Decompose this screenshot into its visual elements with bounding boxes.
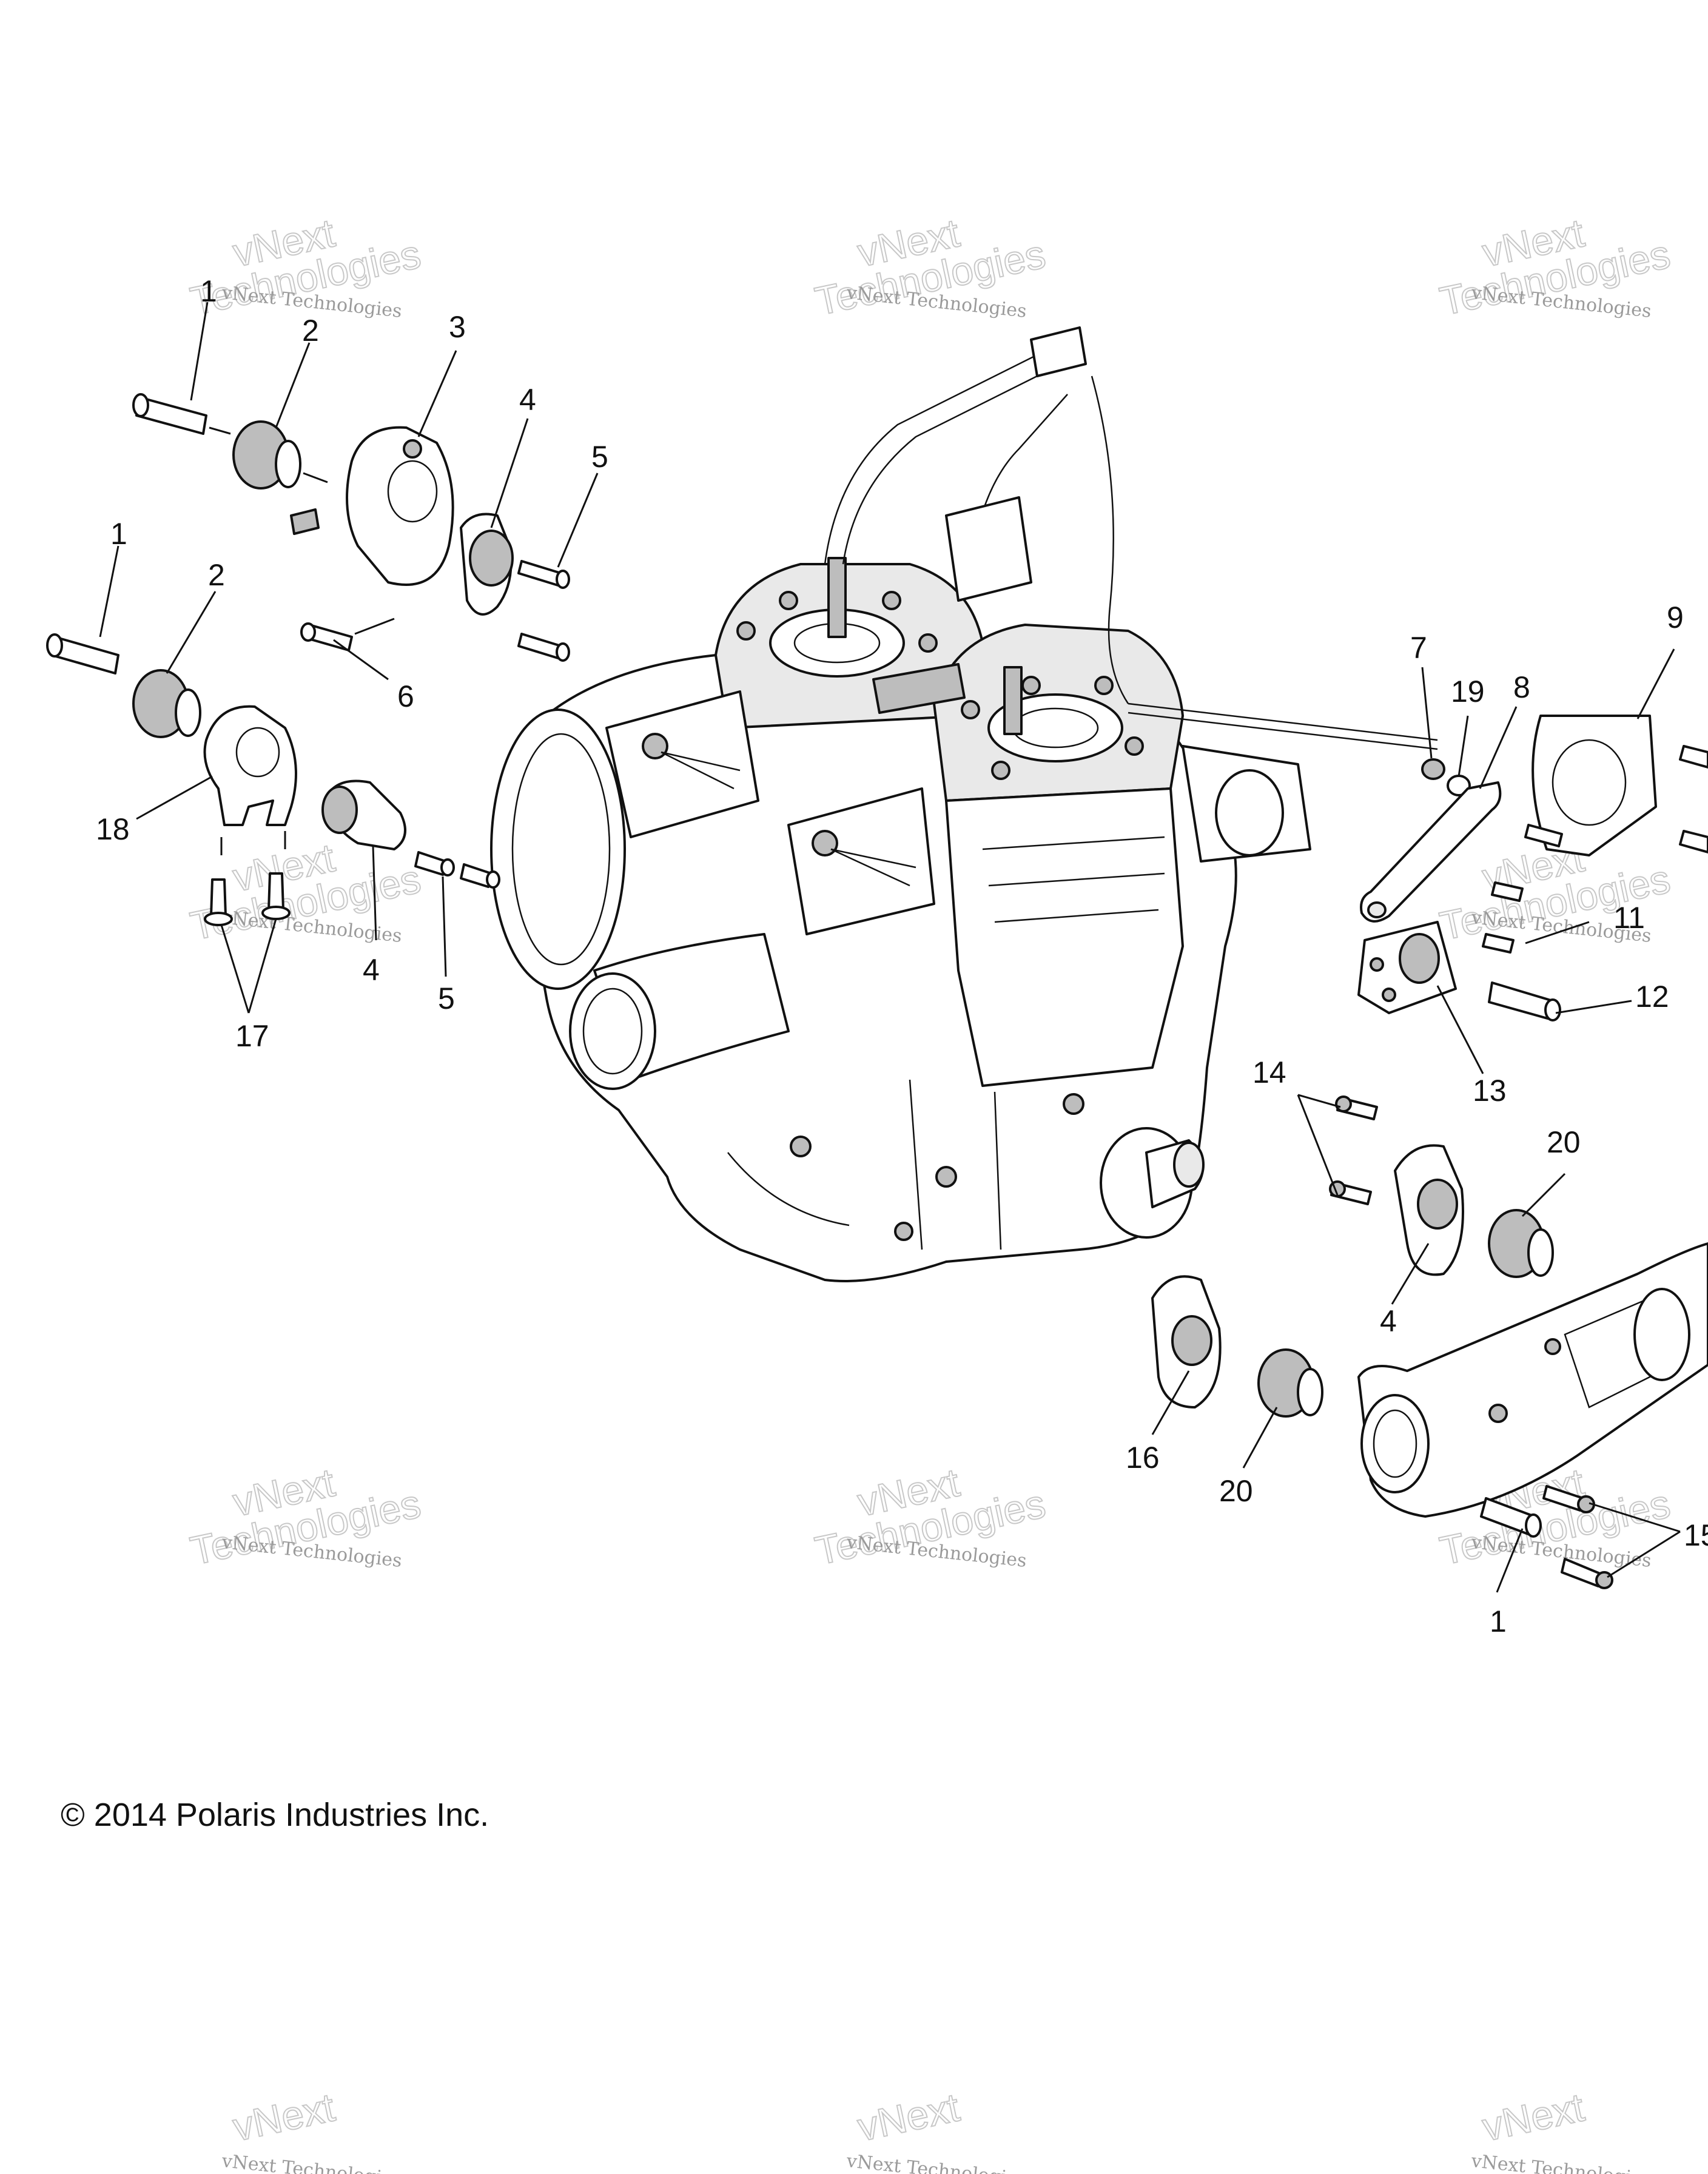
part-right-edge-bolts [1679, 745, 1708, 853]
callout-6: 6 [397, 679, 414, 713]
callout-9: 9 [1667, 601, 1684, 634]
part-5-bolts-upper [517, 560, 570, 662]
watermark-top-center: vNext Technologies vNext Technologies [811, 209, 1050, 324]
part-2-bushing-lower-left [132, 669, 201, 738]
part-4-mount-right [1394, 1144, 1464, 1276]
part-8-link-rod [1360, 781, 1502, 923]
part-16-mount-lower [1151, 1275, 1222, 1408]
part-7-nut [1421, 758, 1445, 780]
part-15-screws [1542, 1485, 1613, 1589]
part-6-bolt [300, 618, 395, 651]
part-1-bolt-right [1480, 1497, 1542, 1538]
callout-4: 4 [519, 383, 536, 417]
svg-text:vNext Technologies: vNext Technologies [845, 2150, 1027, 2174]
watermark-top-right: vNext Technologies vNext Technologies [1436, 209, 1675, 324]
callout-3: 3 [449, 310, 466, 344]
watermark-bottom-left: vNext vNext Technologies [220, 2084, 403, 2174]
callout-16: 16 [1126, 1441, 1160, 1475]
part-4-mount-upper [460, 513, 514, 616]
callout-labels: 1 2 3 4 5 1 2 6 18 17 4 5 7 19 8 9 11 12… [96, 274, 1708, 1638]
callout-8: 8 [1513, 670, 1530, 704]
svg-text:vNext: vNext [229, 2084, 338, 2149]
watermark-top-left: vNext Technologies vNext Technologies [186, 209, 425, 324]
part-3-bracket-upper [290, 426, 454, 586]
part-5-bolts-lower-left [414, 851, 500, 889]
copyright-text: © 2014 Polaris Industries Inc. [61, 1797, 489, 1833]
callout-5: 5 [591, 440, 608, 474]
part-20-bushing-lower [1257, 1348, 1323, 1418]
part-2-bushing-upper-left [232, 420, 328, 490]
svg-text:vNext: vNext [1479, 2084, 1588, 2149]
callout-20: 20 [1219, 1474, 1253, 1508]
svg-text:vNext: vNext [854, 2084, 963, 2149]
callout-15: 15 [1684, 1518, 1708, 1552]
callout-20: 20 [1547, 1125, 1581, 1159]
callout-2: 2 [208, 558, 225, 592]
callout-2: 2 [302, 314, 319, 348]
part-4-mount-lower-left [321, 779, 406, 850]
callout-4: 4 [1380, 1304, 1397, 1338]
callout-19: 19 [1451, 675, 1485, 708]
callout-1: 1 [1490, 1604, 1507, 1638]
callout-18: 18 [96, 812, 130, 846]
svg-text:vNext Technologies: vNext Technologies [1470, 2150, 1652, 2174]
callout-1: 1 [110, 517, 127, 551]
callout-5: 5 [438, 981, 455, 1015]
svg-text:vNext Technologies: vNext Technologies [220, 2150, 403, 2174]
watermark-low-left: vNext Technologies vNext Technologies [186, 1459, 425, 1573]
engine-assembly [490, 326, 1438, 1282]
callout-7: 7 [1410, 631, 1427, 665]
callout-1: 1 [200, 274, 217, 308]
part-9-gasket-plate [1524, 715, 1657, 856]
watermark-low-center: vNext Technologies vNext Technologies [811, 1459, 1050, 1573]
part-1-bolt-upper-left [132, 393, 231, 435]
callout-17: 17 [235, 1019, 269, 1053]
rear-mount-bracket [1357, 1242, 1708, 1518]
callout-4: 4 [363, 953, 380, 987]
part-14-bolts [1329, 1095, 1378, 1205]
part-20-bushing-upper-right [1488, 1209, 1554, 1278]
part-18-bracket-lower [203, 705, 297, 826]
callout-14: 14 [1252, 1055, 1286, 1089]
part-13-mount-block [1357, 921, 1457, 1014]
watermark-bottom-right: vNext vNext Technologies [1470, 2084, 1652, 2174]
part-1-bolt-lower-left [46, 633, 119, 675]
leader-lines [99, 301, 1681, 1593]
part-11-screws [1482, 881, 1524, 954]
callout-12: 12 [1635, 980, 1669, 1014]
part-12-bolt [1488, 981, 1561, 1021]
callout-13: 13 [1473, 1074, 1507, 1108]
callout-11: 11 [1613, 901, 1645, 935]
watermark-bottom-center: vNext vNext Technologies [845, 2084, 1027, 2174]
